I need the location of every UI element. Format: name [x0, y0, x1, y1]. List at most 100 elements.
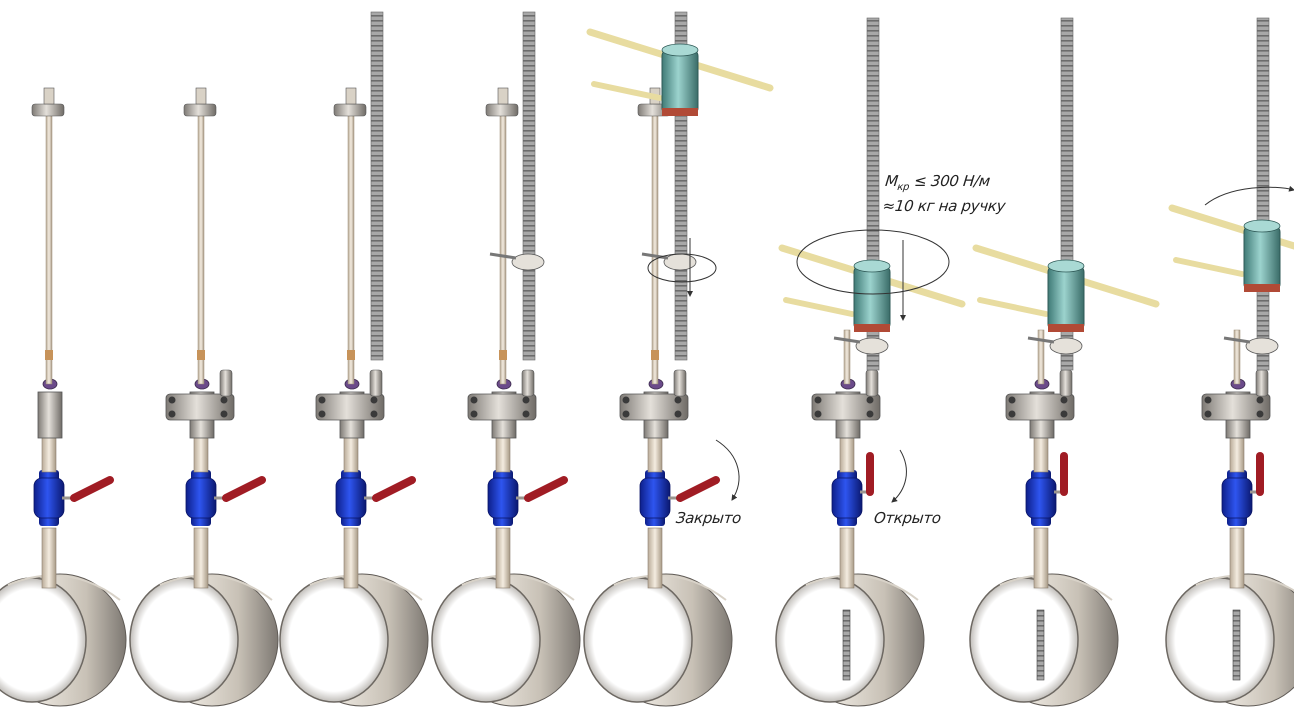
valve-body: [1221, 477, 1253, 519]
clamp-bracket: [467, 393, 537, 421]
collar-arm: [1027, 336, 1055, 344]
upper-nipple: [839, 435, 855, 473]
clamp-bolt: [168, 410, 176, 418]
assembly-stage-6: [775, 17, 966, 707]
clamp-bracket: [165, 393, 235, 421]
assembly-stage-4: [431, 11, 581, 707]
sealing-gland: [1201, 369, 1271, 439]
clamp-bolt: [1008, 396, 1016, 404]
sealing-gland: [315, 369, 385, 439]
nut-block: [661, 49, 699, 115]
probe-rod: [1037, 329, 1045, 385]
clamp-bracket: [811, 393, 881, 421]
screw-socket: [521, 369, 535, 397]
pipe-highlight: [1195, 574, 1294, 592]
collar-arm: [641, 252, 669, 260]
probe-inside-pipe: [1036, 609, 1045, 681]
screw-socket: [1255, 369, 1269, 397]
nut-block: [853, 265, 891, 331]
sealing-gland: [165, 369, 235, 439]
pipe-opening: [279, 577, 389, 703]
handle-force-line: ≈10 кг на ручку: [881, 197, 1007, 215]
pipe-highlight: [613, 574, 727, 601]
nut-block-ring: [662, 108, 698, 116]
probe-rod-band: [499, 350, 507, 360]
valve-body: [1025, 477, 1057, 519]
clamp-bolt: [370, 410, 378, 418]
upper-nipple: [647, 435, 663, 473]
screw-socket: [219, 369, 233, 397]
probe-head-nut: [43, 87, 55, 105]
clamp-bolt: [220, 410, 228, 418]
wrench-rotation-arrow-6: [796, 229, 950, 295]
clamp-bolt: [674, 396, 682, 404]
collar-rotation-arrow-5: [647, 253, 717, 283]
clamp-bolt: [1204, 396, 1212, 404]
assembly-stage-3: [279, 11, 429, 707]
clamp-bolt: [220, 396, 228, 404]
assembly-stage-5: [583, 11, 774, 707]
sliding-collar: [511, 253, 545, 271]
nut-block: [1243, 225, 1281, 291]
probe-rod: [499, 107, 507, 385]
ball-valve: [487, 470, 568, 526]
ball-valve: [639, 470, 720, 526]
ball-valve: [185, 470, 266, 526]
clamp-bolt: [1060, 410, 1068, 418]
pipe-section: [583, 573, 733, 707]
nipple-pipe: [343, 527, 359, 589]
open-rotation-arrow: [891, 449, 907, 503]
probe-head-plate: [333, 103, 367, 117]
sliding-collar: [855, 337, 889, 355]
clamp-bolt: [814, 396, 822, 404]
clamp-bolt: [1256, 396, 1264, 404]
pipe-section: [129, 573, 279, 707]
assembly-stage-1: [0, 87, 127, 707]
nipple-pipe: [647, 527, 663, 589]
wrench-assembly: [586, 28, 774, 116]
clamp-bracket: [1201, 393, 1271, 421]
nut-block-ring: [1244, 284, 1280, 292]
upper-nipple: [41, 435, 57, 473]
probe-rod-band: [197, 350, 205, 360]
screw-socket: [369, 369, 383, 397]
clamp-bolt: [470, 410, 478, 418]
screw-socket: [1059, 369, 1073, 397]
nipple-pipe: [41, 527, 57, 589]
valve-handle-closed: [372, 476, 416, 502]
sliding-collar: [1049, 337, 1083, 355]
assembly-stage-8: [1165, 17, 1294, 707]
valve-body: [33, 477, 65, 519]
upper-nipple: [1033, 435, 1049, 473]
valve-body: [831, 477, 863, 519]
pipe-highlight: [309, 574, 423, 601]
valve-body: [335, 477, 367, 519]
upper-nipple: [1229, 435, 1245, 473]
torque-limit-line: Mкр ≤ 300 Н/м: [884, 170, 1009, 195]
probe-inside-pipe: [842, 609, 851, 681]
sliding-collar: [1245, 337, 1279, 355]
probe-head-nut: [345, 87, 357, 105]
collar-arm: [489, 252, 517, 260]
sliding-collar: [663, 253, 697, 271]
nipple-pipe: [839, 527, 855, 589]
sealing-gland: [1005, 369, 1075, 439]
clamp-bolt: [674, 410, 682, 418]
closed-rotation-arrow: [715, 439, 740, 501]
valve-handle-closed: [222, 476, 266, 502]
clamp-bolt: [622, 410, 630, 418]
clamp-bolt: [1256, 410, 1264, 418]
upper-nipple: [193, 435, 209, 473]
probe-rod: [347, 107, 355, 385]
torque-value: ≤ 300 Н/м: [913, 172, 991, 190]
clamp-bracket: [1005, 393, 1075, 421]
handle-lever: [591, 81, 663, 101]
handle-lever: [1173, 257, 1245, 277]
probe-rod: [651, 107, 659, 385]
nipple-pipe: [495, 527, 511, 589]
probe-head-nut: [195, 87, 207, 105]
wrench-rotation-arrow-8: [1204, 185, 1294, 206]
upper-nipple: [343, 435, 359, 473]
upper-nipple: [495, 435, 511, 473]
